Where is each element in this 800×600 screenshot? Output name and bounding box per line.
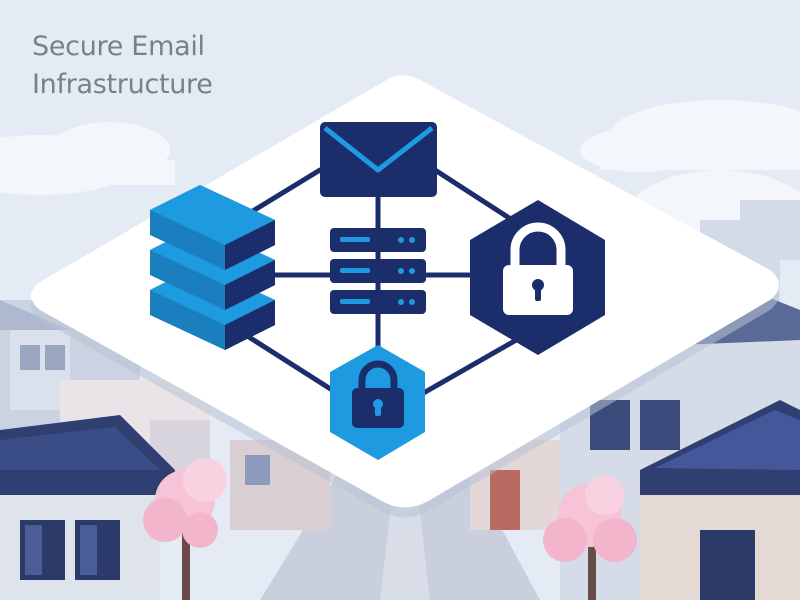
padlock-hexagon-small-icon: [330, 345, 425, 460]
cloud-left: [0, 122, 175, 195]
server-rack-icon: [330, 228, 426, 314]
title-line-2: Infrastructure: [32, 69, 213, 100]
padlock-hexagon-large-icon: [470, 200, 605, 355]
cloud-right: [580, 100, 800, 270]
title-line-1: Secure Email: [32, 31, 205, 62]
envelope-icon: [320, 122, 437, 197]
page-title: Secure Email Infrastructure: [32, 28, 213, 104]
blossom-tree-right: [543, 475, 637, 600]
houses-left: [0, 300, 210, 600]
storage-stack-icon: [150, 185, 275, 350]
blossom-tree-left: [143, 458, 227, 600]
